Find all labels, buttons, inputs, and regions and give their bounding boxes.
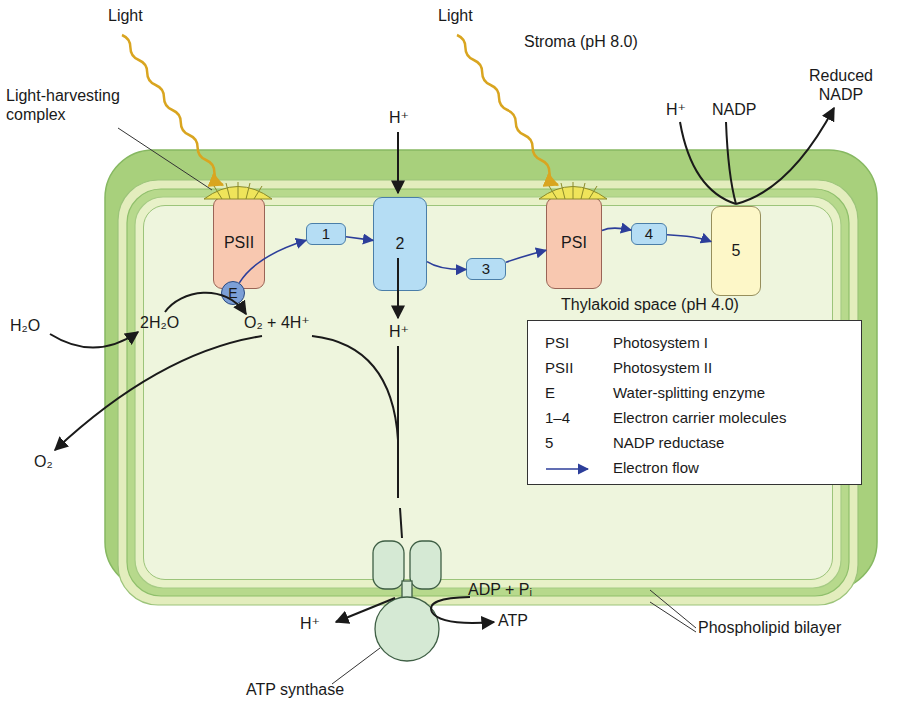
water-arrow	[50, 332, 138, 348]
proton-label: H⁺	[389, 322, 409, 341]
thylakoid-slab	[105, 150, 877, 590]
part-label: ATP synthase	[246, 681, 344, 699]
molecule-label: 2H₂O	[140, 313, 179, 332]
light-label: Light	[108, 6, 143, 25]
carrier-box: 3	[466, 258, 506, 280]
proton-label: H⁺	[300, 614, 320, 633]
legend-key: E	[545, 383, 555, 402]
atp-synthase-shape	[371, 541, 443, 663]
callout-number: 1	[322, 225, 330, 243]
legend-text: Electron flow	[613, 458, 699, 477]
photosystem-box: PSI	[546, 197, 602, 289]
callout-number: 3	[482, 260, 490, 278]
atp-arrow	[431, 597, 494, 623]
legend-text: Photosystem I	[613, 333, 708, 352]
synthase-part	[375, 597, 439, 661]
carrier-box: 2	[373, 197, 427, 291]
proton-label: H⁺	[666, 100, 686, 119]
proton-arrow	[397, 132, 399, 193]
bilayer-inner	[135, 197, 841, 588]
molecule-label: Reduced NADP	[800, 66, 882, 104]
nadp-in-line	[680, 122, 736, 204]
molecule-label: ATP	[498, 611, 528, 630]
nadp-out-arrow	[736, 108, 834, 204]
leader-line	[118, 128, 212, 190]
callout-number: 2	[396, 235, 405, 253]
legend-key: PSII	[545, 358, 573, 377]
reductase-box: 5	[711, 206, 761, 296]
node-label: PSII	[224, 234, 254, 252]
legend-text: Electron carrier molecules	[613, 408, 786, 427]
molecule-label: O₂	[34, 452, 53, 471]
atp-synthase: ATP synthase	[371, 541, 443, 663]
callout-number: 5	[732, 242, 741, 260]
legend-key: 5	[545, 433, 553, 452]
leader-line	[332, 648, 380, 684]
leader-line	[650, 590, 696, 632]
node-label: PSI	[561, 234, 587, 252]
carrier-box: 1	[306, 223, 346, 245]
region-label: Thylakoid space (pH 4.0)	[561, 296, 739, 314]
nadp-in-line	[726, 122, 736, 204]
light-wave	[457, 35, 558, 185]
synthase-part	[410, 541, 441, 589]
bilayer-outer	[118, 180, 858, 605]
legend-text: Water-splitting enzyme	[613, 383, 765, 402]
bilayer-middle	[127, 189, 849, 596]
photosystem-box: PSII	[213, 197, 265, 289]
proton-label: H⁺	[389, 108, 409, 127]
region-label: Stroma (pH 8.0)	[524, 32, 638, 51]
molecule-label: NADP	[712, 100, 756, 119]
carrier-box: 4	[631, 223, 667, 245]
callout-number: 4	[645, 225, 653, 243]
legend-key: PSI	[545, 333, 569, 352]
molecule-label: O₂ + 4H⁺	[244, 313, 310, 332]
legend-text: Photosystem II	[613, 358, 712, 377]
part-label: Light-harvesting complex	[6, 86, 141, 124]
node-label: E	[228, 284, 237, 302]
light-label: Light	[438, 6, 473, 25]
legend-key: 1–4	[545, 408, 570, 427]
molecule-label: H₂O	[10, 316, 40, 335]
light-wave	[122, 35, 223, 185]
electron-flow-sample	[546, 468, 588, 470]
enzyme-circle: E	[221, 281, 245, 305]
legend-arrow-sample	[544, 460, 596, 478]
part-label: Phospholipid bilayer	[698, 618, 841, 637]
synthase-part	[373, 541, 404, 589]
legend-text: NADP reductase	[613, 433, 724, 452]
molecule-label: ADP + Pᵢ	[468, 580, 532, 599]
